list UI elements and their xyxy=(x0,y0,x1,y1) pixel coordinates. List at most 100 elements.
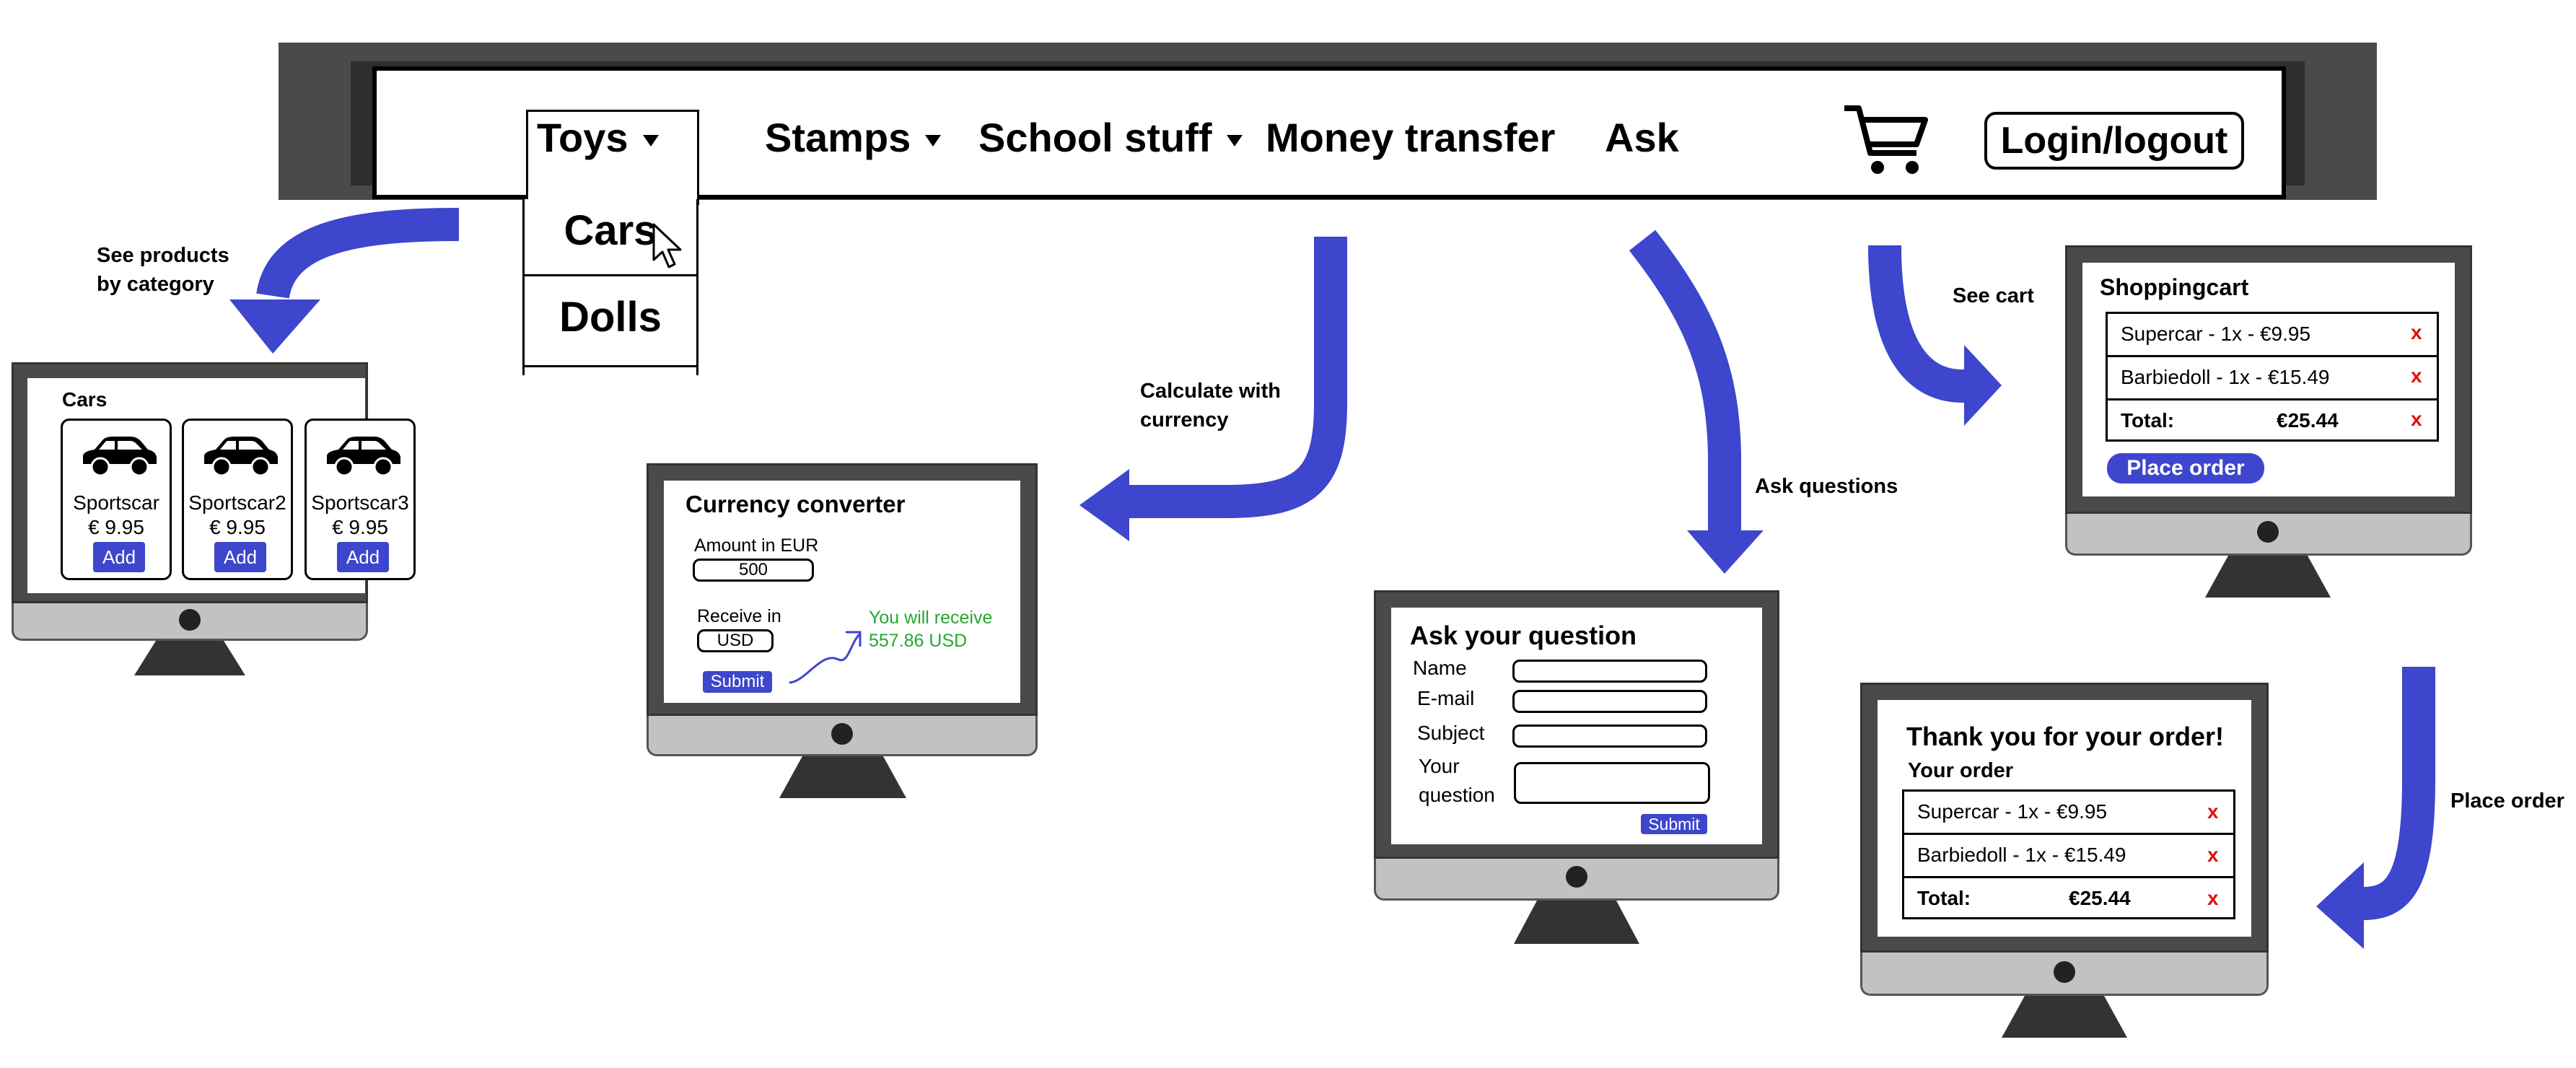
dropdown-divider xyxy=(525,274,696,276)
currency-select[interactable]: USD xyxy=(697,629,774,652)
monitor-stand-left xyxy=(2205,556,2228,598)
label-calculate-currency: Calculate with currency xyxy=(1140,380,1281,432)
order-item-text: Supercar - 1x - €9.95 xyxy=(1917,800,2108,823)
monitor-stand-left xyxy=(134,641,156,675)
order-total-row: Total: €25.44 x xyxy=(1904,878,2233,919)
nav-item-stamps[interactable]: Stamps xyxy=(765,114,942,161)
order-table: Supercar - 1x - €9.95 x Barbiedoll - 1x … xyxy=(1902,789,2235,919)
login-logout-button[interactable]: Login/logout xyxy=(1984,112,2244,170)
dropdown-item-dolls[interactable]: Dolls xyxy=(559,294,662,341)
currency-screen: Currency converter Amount in EUR 500 Rec… xyxy=(664,481,1020,703)
label-place-order: Place order xyxy=(2450,789,2564,813)
amount-input[interactable]: 500 xyxy=(693,559,814,582)
arrow-to-currency xyxy=(1126,237,1347,518)
monitor-power-button xyxy=(2257,521,2279,543)
name-input[interactable] xyxy=(1512,660,1707,683)
email-label: E-mail xyxy=(1417,687,1475,709)
remove-item-button[interactable]: x xyxy=(2207,800,2219,823)
navbar: Toys Stamps School stuff Money transfer … xyxy=(372,66,2286,205)
car-icon xyxy=(83,437,157,477)
arrowhead-order xyxy=(2316,862,2364,949)
arrowhead-products xyxy=(229,299,320,354)
submit-button[interactable]: Submit xyxy=(703,671,772,693)
add-to-cart-button[interactable]: Add xyxy=(214,542,266,572)
monitor-bezel xyxy=(1860,953,2269,996)
remove-item-button[interactable]: x xyxy=(2411,364,2422,387)
order-row: Barbiedoll - 1x - €15.49 x xyxy=(1904,835,2233,878)
remove-item-button[interactable]: x xyxy=(2207,887,2219,909)
nav-label-stamps: Stamps xyxy=(765,115,911,160)
monitor-stand-right xyxy=(1616,901,1639,944)
monitor-stand-right xyxy=(224,641,245,675)
question-label-line2: question xyxy=(1419,784,1495,806)
product-card: Sportscar2 € 9.95 Add xyxy=(182,419,293,580)
product-name: Sportscar2 xyxy=(188,491,286,514)
monitor-shopping-cart: Shoppingcart Supercar - 1x - €9.95 x Bar… xyxy=(2065,245,2472,599)
arrowhead-cart xyxy=(1964,345,2002,426)
monitor-power-button xyxy=(1566,866,1587,888)
label-see-cart: See cart xyxy=(1953,284,2034,307)
add-to-cart-button[interactable]: Add xyxy=(93,542,145,572)
total-label: Total: xyxy=(2121,409,2175,432)
product-name: Sportscar xyxy=(73,491,159,514)
thanks-screen: Thank you for your order! Your order Sup… xyxy=(1878,700,2251,937)
arrow-to-products xyxy=(256,208,460,299)
monitor-stand xyxy=(802,756,883,798)
order-item-text: Barbiedoll - 1x - €15.49 xyxy=(1917,844,2126,866)
shopping-cart-icon[interactable] xyxy=(1841,102,1931,178)
product-card: Sportscar3 € 9.95 Add xyxy=(305,419,416,580)
subject-input[interactable] xyxy=(1512,725,1707,748)
monitor-power-button xyxy=(2054,961,2075,983)
nav-item-money-transfer[interactable]: Money transfer xyxy=(1266,115,1556,160)
nav-item-school-stuff[interactable]: School stuff xyxy=(978,114,1243,161)
monitor-currency: Currency converter Amount in EUR 500 Rec… xyxy=(647,463,1038,798)
label-see-products: See products by category xyxy=(97,244,229,296)
monitor-power-button xyxy=(831,723,853,745)
result-text-line2: 557.86 USD xyxy=(869,631,968,651)
chevron-down-icon xyxy=(642,135,659,147)
product-card: Sportscar € 9.95 Add xyxy=(61,419,172,580)
nav-label-toys: Toys xyxy=(537,115,628,160)
cart-item-text: Barbiedoll - 1x - €15.49 xyxy=(2121,366,2330,388)
arrow-to-questions xyxy=(1629,229,1741,534)
nav-item-toys[interactable]: Toys xyxy=(537,114,659,161)
total-value: €25.44 xyxy=(2277,409,2339,432)
result-text-line1: You will receive xyxy=(869,608,993,628)
cart-table: Supercar - 1x - €9.95 x Barbiedoll - 1x … xyxy=(2106,312,2439,442)
cart-total-row: Total: €25.44 x xyxy=(2108,400,2437,442)
product-name: Sportscar3 xyxy=(311,491,409,514)
cart-screen: Shoppingcart Supercar - 1x - €9.95 x Bar… xyxy=(2082,263,2455,496)
arrowhead-questions xyxy=(1687,530,1764,574)
monitor-stand-right xyxy=(2308,556,2331,598)
submit-button[interactable]: Submit xyxy=(1641,814,1707,834)
cart-title: Shoppingcart xyxy=(2100,274,2249,300)
monitor-stand xyxy=(1537,901,1616,944)
name-label: Name xyxy=(1413,657,1467,679)
monitor-stand xyxy=(2228,556,2308,598)
question-screen: Ask your question Name E-mail Subject Yo… xyxy=(1391,608,1762,844)
dropdown-item-cars[interactable]: Cars xyxy=(564,207,657,254)
total-value: €25.44 xyxy=(2069,887,2131,909)
remove-item-button[interactable]: x xyxy=(2411,408,2422,430)
monitor-cars: Cars Sportscar € 9.95 Add Sportscar2 € 9… xyxy=(12,362,416,675)
question-label-line1: Your xyxy=(1419,755,1460,777)
email-input[interactable] xyxy=(1512,690,1707,713)
mouse-pointer-icon xyxy=(652,223,682,268)
nav-item-ask[interactable]: Ask xyxy=(1605,115,1679,160)
arrowhead-currency xyxy=(1079,469,1129,541)
place-order-button[interactable]: Place order xyxy=(2107,453,2264,483)
add-to-cart-button[interactable]: Add xyxy=(337,542,389,572)
monitor-stand-right xyxy=(883,756,906,798)
remove-item-button[interactable]: x xyxy=(2207,844,2219,866)
car-icon xyxy=(204,437,278,477)
remove-item-button[interactable]: x xyxy=(2411,321,2422,343)
question-textarea[interactable] xyxy=(1514,762,1710,804)
result-arrow-icon xyxy=(789,631,862,684)
monitor-stand xyxy=(2025,996,2104,1038)
question-title: Ask your question xyxy=(1410,621,1637,650)
subject-label: Subject xyxy=(1417,722,1485,744)
arrow-to-order xyxy=(2350,667,2435,920)
nav-label-school-stuff: School stuff xyxy=(978,115,1212,160)
product-price: € 9.95 xyxy=(88,516,144,538)
monitor-stand-left xyxy=(2002,996,2025,1038)
